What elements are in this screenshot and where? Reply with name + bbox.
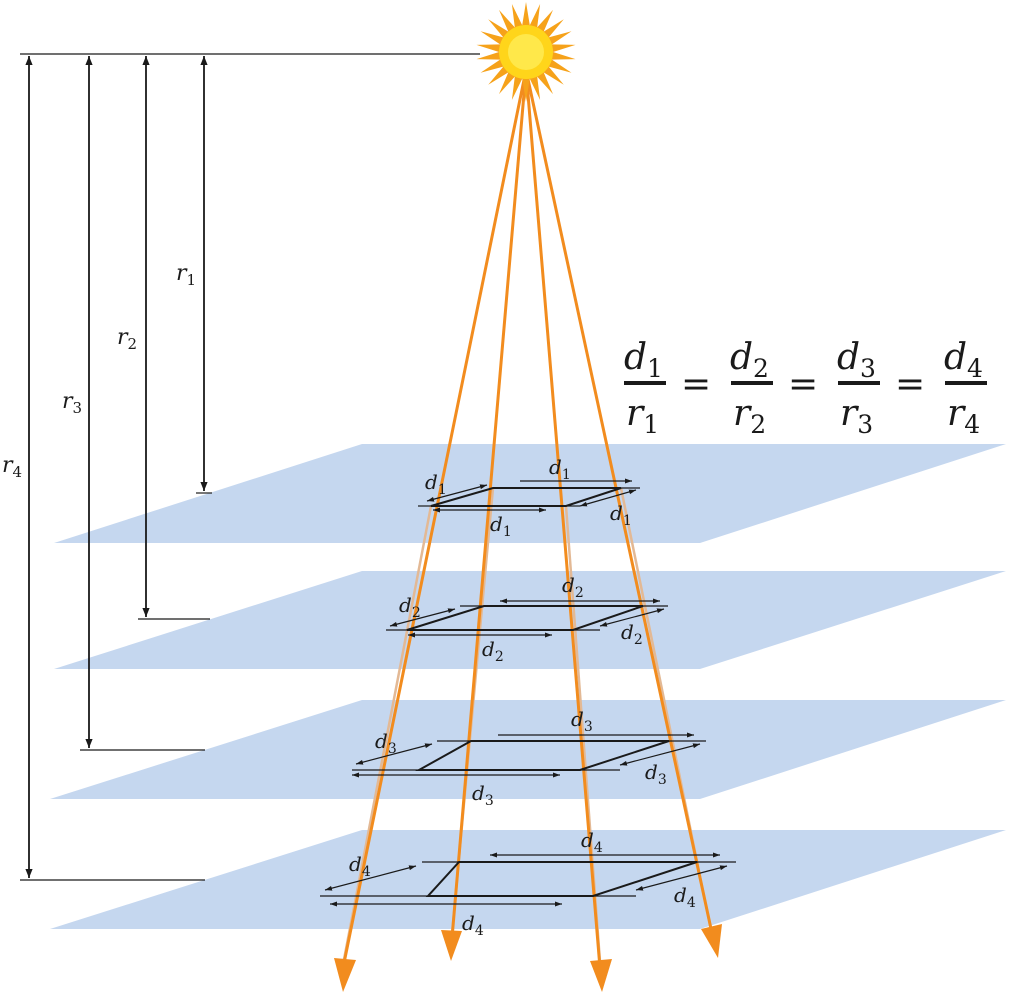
svg-text:d4: d4 (462, 911, 484, 939)
svg-text:d4: d4 (581, 828, 603, 856)
r3-label: r3 (62, 389, 82, 417)
eq-term-2-den: r2 (733, 393, 766, 439)
svg-text:d1: d1 (490, 512, 512, 540)
svg-text:d3: d3 (472, 781, 494, 809)
sun-icon (476, 2, 576, 102)
square-3 (352, 732, 706, 778)
eq-operator-3: = (895, 364, 925, 405)
ray-2 (450, 69, 528, 939)
ray-arrowheads (334, 924, 722, 992)
planes (50, 444, 1006, 929)
eq-term-4-den: r4 (947, 393, 980, 439)
square-labels: d1 d1 d1 d1 d2 d2 d2 d2 d3 d3 d3 d3 d4 d… (349, 455, 696, 939)
distance-labels: r1 r2 r3 r4 (2, 261, 196, 481)
svg-text:d1: d1 (610, 501, 632, 529)
svg-text:d1: d1 (425, 470, 447, 498)
ray-3 (524, 69, 602, 969)
eq-operator-2: = (788, 364, 818, 405)
eq-term-2-num: d2 (730, 337, 769, 383)
ratio-equation: d1 r1 = d2 r2 = d3 r3 = d4 r4 (624, 337, 987, 439)
svg-text:d4: d4 (349, 852, 371, 880)
eq-term-1-den: r1 (626, 393, 659, 439)
svg-text:d3: d3 (645, 760, 667, 788)
square-4 (320, 852, 736, 907)
plane-4 (50, 830, 1006, 929)
distance-measurements (20, 53, 480, 881)
eq-operator-1: = (681, 364, 711, 405)
plane-1 (54, 444, 1006, 543)
r1-label: r1 (176, 261, 196, 289)
r2-label: r2 (117, 325, 137, 353)
square-2 (386, 598, 668, 638)
eq-term-3-den: r3 (840, 393, 873, 439)
eq-term-4-num: d4 (944, 337, 983, 383)
plane-2 (54, 571, 1006, 669)
r4-label: r4 (2, 453, 22, 481)
eq-term-3-num: d3 (837, 337, 876, 383)
svg-text:d4: d4 (674, 883, 696, 911)
svg-text:d2: d2 (399, 593, 421, 621)
svg-text:d3: d3 (571, 707, 593, 735)
svg-text:d2: d2 (621, 620, 643, 648)
svg-text:d1: d1 (549, 455, 571, 483)
svg-text:d2: d2 (562, 573, 584, 601)
ray-1 (341, 69, 528, 969)
svg-text:d3: d3 (375, 729, 397, 757)
plane-3 (50, 700, 1006, 799)
square-1 (418, 478, 640, 513)
svg-text:d2: d2 (482, 637, 504, 665)
eq-term-1-num: d1 (624, 337, 663, 383)
